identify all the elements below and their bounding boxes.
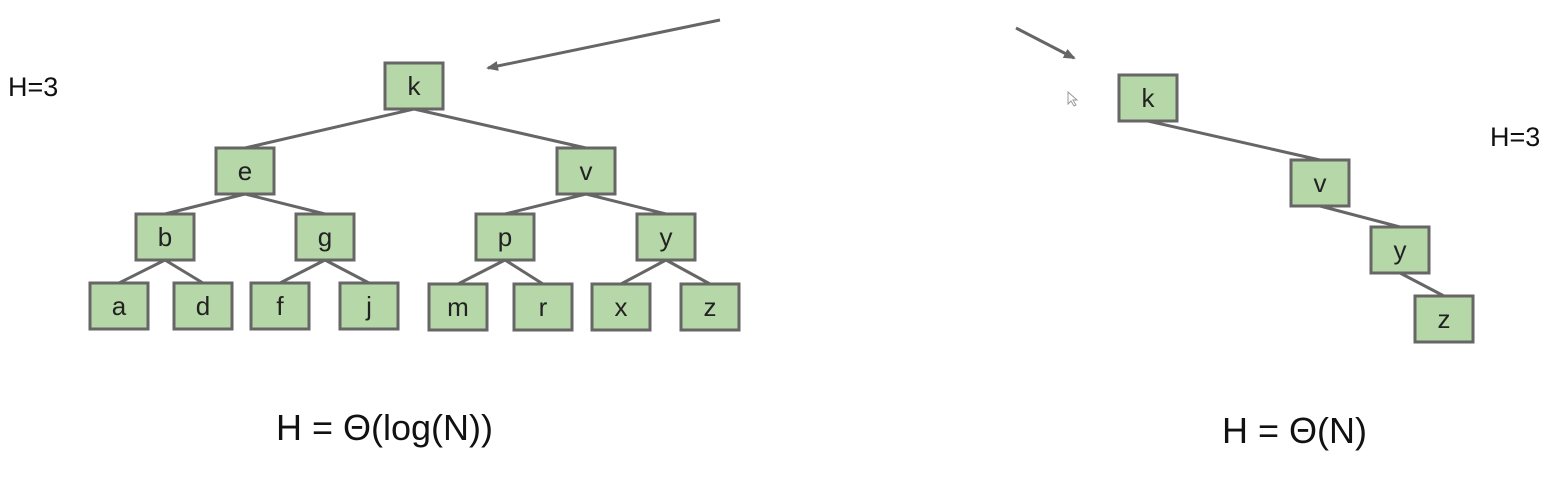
edge-k-e bbox=[244, 107, 415, 150]
tree-node-r: r bbox=[512, 282, 574, 332]
node-label: j bbox=[365, 291, 372, 321]
node-label: r bbox=[539, 292, 548, 322]
node-box bbox=[1117, 73, 1179, 123]
tree-node-v: v bbox=[555, 146, 617, 196]
node-label: x bbox=[615, 292, 628, 322]
tree-node-b: b bbox=[134, 212, 196, 262]
balanced-height-label: H=3 bbox=[8, 72, 58, 102]
node-label: y bbox=[660, 222, 673, 252]
edge-b-a bbox=[118, 258, 166, 285]
tree-node-a: a bbox=[88, 281, 150, 331]
node-box bbox=[338, 281, 400, 331]
cursor-icon bbox=[1067, 90, 1079, 107]
tree-node-f: f bbox=[249, 281, 311, 331]
node-box bbox=[555, 146, 617, 196]
spindly-tree-edges bbox=[1147, 119, 1445, 298]
arrow-to-balanced-tree bbox=[486, 18, 721, 71]
spindly-tree-nodes: k v y z bbox=[1117, 73, 1475, 344]
node-box bbox=[427, 282, 489, 332]
edge-y-z bbox=[665, 258, 711, 286]
tree-node-z: z bbox=[679, 282, 741, 332]
node-box bbox=[294, 212, 356, 262]
node-box bbox=[383, 61, 445, 111]
node-label: z bbox=[1438, 304, 1451, 334]
balanced-formula: H = Θ(log(N)) bbox=[276, 407, 493, 448]
tree-node-p: p bbox=[474, 212, 536, 262]
edge-p-m bbox=[457, 258, 506, 286]
tree-node-y: y bbox=[1369, 225, 1431, 275]
node-box bbox=[134, 212, 196, 262]
node-box bbox=[1369, 225, 1431, 275]
node-box bbox=[512, 282, 574, 332]
node-box bbox=[1413, 294, 1475, 344]
node-box bbox=[679, 282, 741, 332]
node-box bbox=[172, 281, 234, 331]
node-box bbox=[590, 282, 652, 332]
tree-node-k: k bbox=[383, 61, 445, 111]
edge-b-d bbox=[164, 258, 204, 285]
tree-node-e: e bbox=[214, 146, 276, 196]
edge-v-y bbox=[585, 192, 667, 216]
node-label: m bbox=[447, 292, 469, 322]
edge-g-j bbox=[324, 258, 370, 285]
node-box bbox=[474, 212, 536, 262]
edge-v-y bbox=[1319, 204, 1401, 229]
node-box bbox=[249, 281, 311, 331]
edge-g-f bbox=[279, 258, 326, 285]
edge-e-g bbox=[244, 192, 326, 216]
node-label: y bbox=[1394, 235, 1407, 265]
tree-node-m: m bbox=[427, 282, 489, 332]
node-label: g bbox=[318, 222, 332, 252]
edge-k-v bbox=[1147, 119, 1321, 162]
node-box bbox=[88, 281, 150, 331]
node-label: e bbox=[238, 156, 252, 186]
node-label: k bbox=[1142, 83, 1156, 113]
tree-node-g: g bbox=[294, 212, 356, 262]
node-label: b bbox=[158, 222, 172, 252]
tree-node-y: y bbox=[635, 212, 697, 262]
node-label: k bbox=[408, 71, 422, 101]
tree-node-k: k bbox=[1117, 73, 1179, 123]
edge-k-v bbox=[413, 107, 587, 150]
node-label: a bbox=[112, 291, 127, 321]
balanced-tree-edges bbox=[118, 107, 711, 286]
edge-y-z bbox=[1399, 271, 1445, 298]
edge-p-r bbox=[504, 258, 544, 286]
edge-e-b bbox=[164, 192, 246, 216]
edge-y-x bbox=[620, 258, 667, 286]
edge-v-p bbox=[504, 192, 587, 216]
tree-node-j: j bbox=[338, 281, 400, 331]
balanced-tree-nodes: k e v b g p y a d f j m r x z bbox=[88, 61, 741, 332]
tree-node-v: v bbox=[1289, 158, 1351, 208]
tree-node-d: d bbox=[172, 281, 234, 331]
node-box bbox=[1289, 158, 1351, 208]
arrow-to-spindly-tree bbox=[1015, 26, 1076, 60]
spindly-formula: H = Θ(N) bbox=[1222, 410, 1367, 451]
node-box bbox=[214, 146, 276, 196]
node-label: f bbox=[276, 291, 284, 321]
node-label: p bbox=[498, 222, 512, 252]
tree-node-x: x bbox=[590, 282, 652, 332]
node-box bbox=[635, 212, 697, 262]
node-label: v bbox=[1314, 168, 1327, 198]
node-label: z bbox=[704, 292, 717, 322]
node-label: d bbox=[196, 291, 210, 321]
tree-node-z: z bbox=[1413, 294, 1475, 344]
spindly-height-label: H=3 bbox=[1490, 122, 1540, 152]
node-label: v bbox=[580, 156, 593, 186]
